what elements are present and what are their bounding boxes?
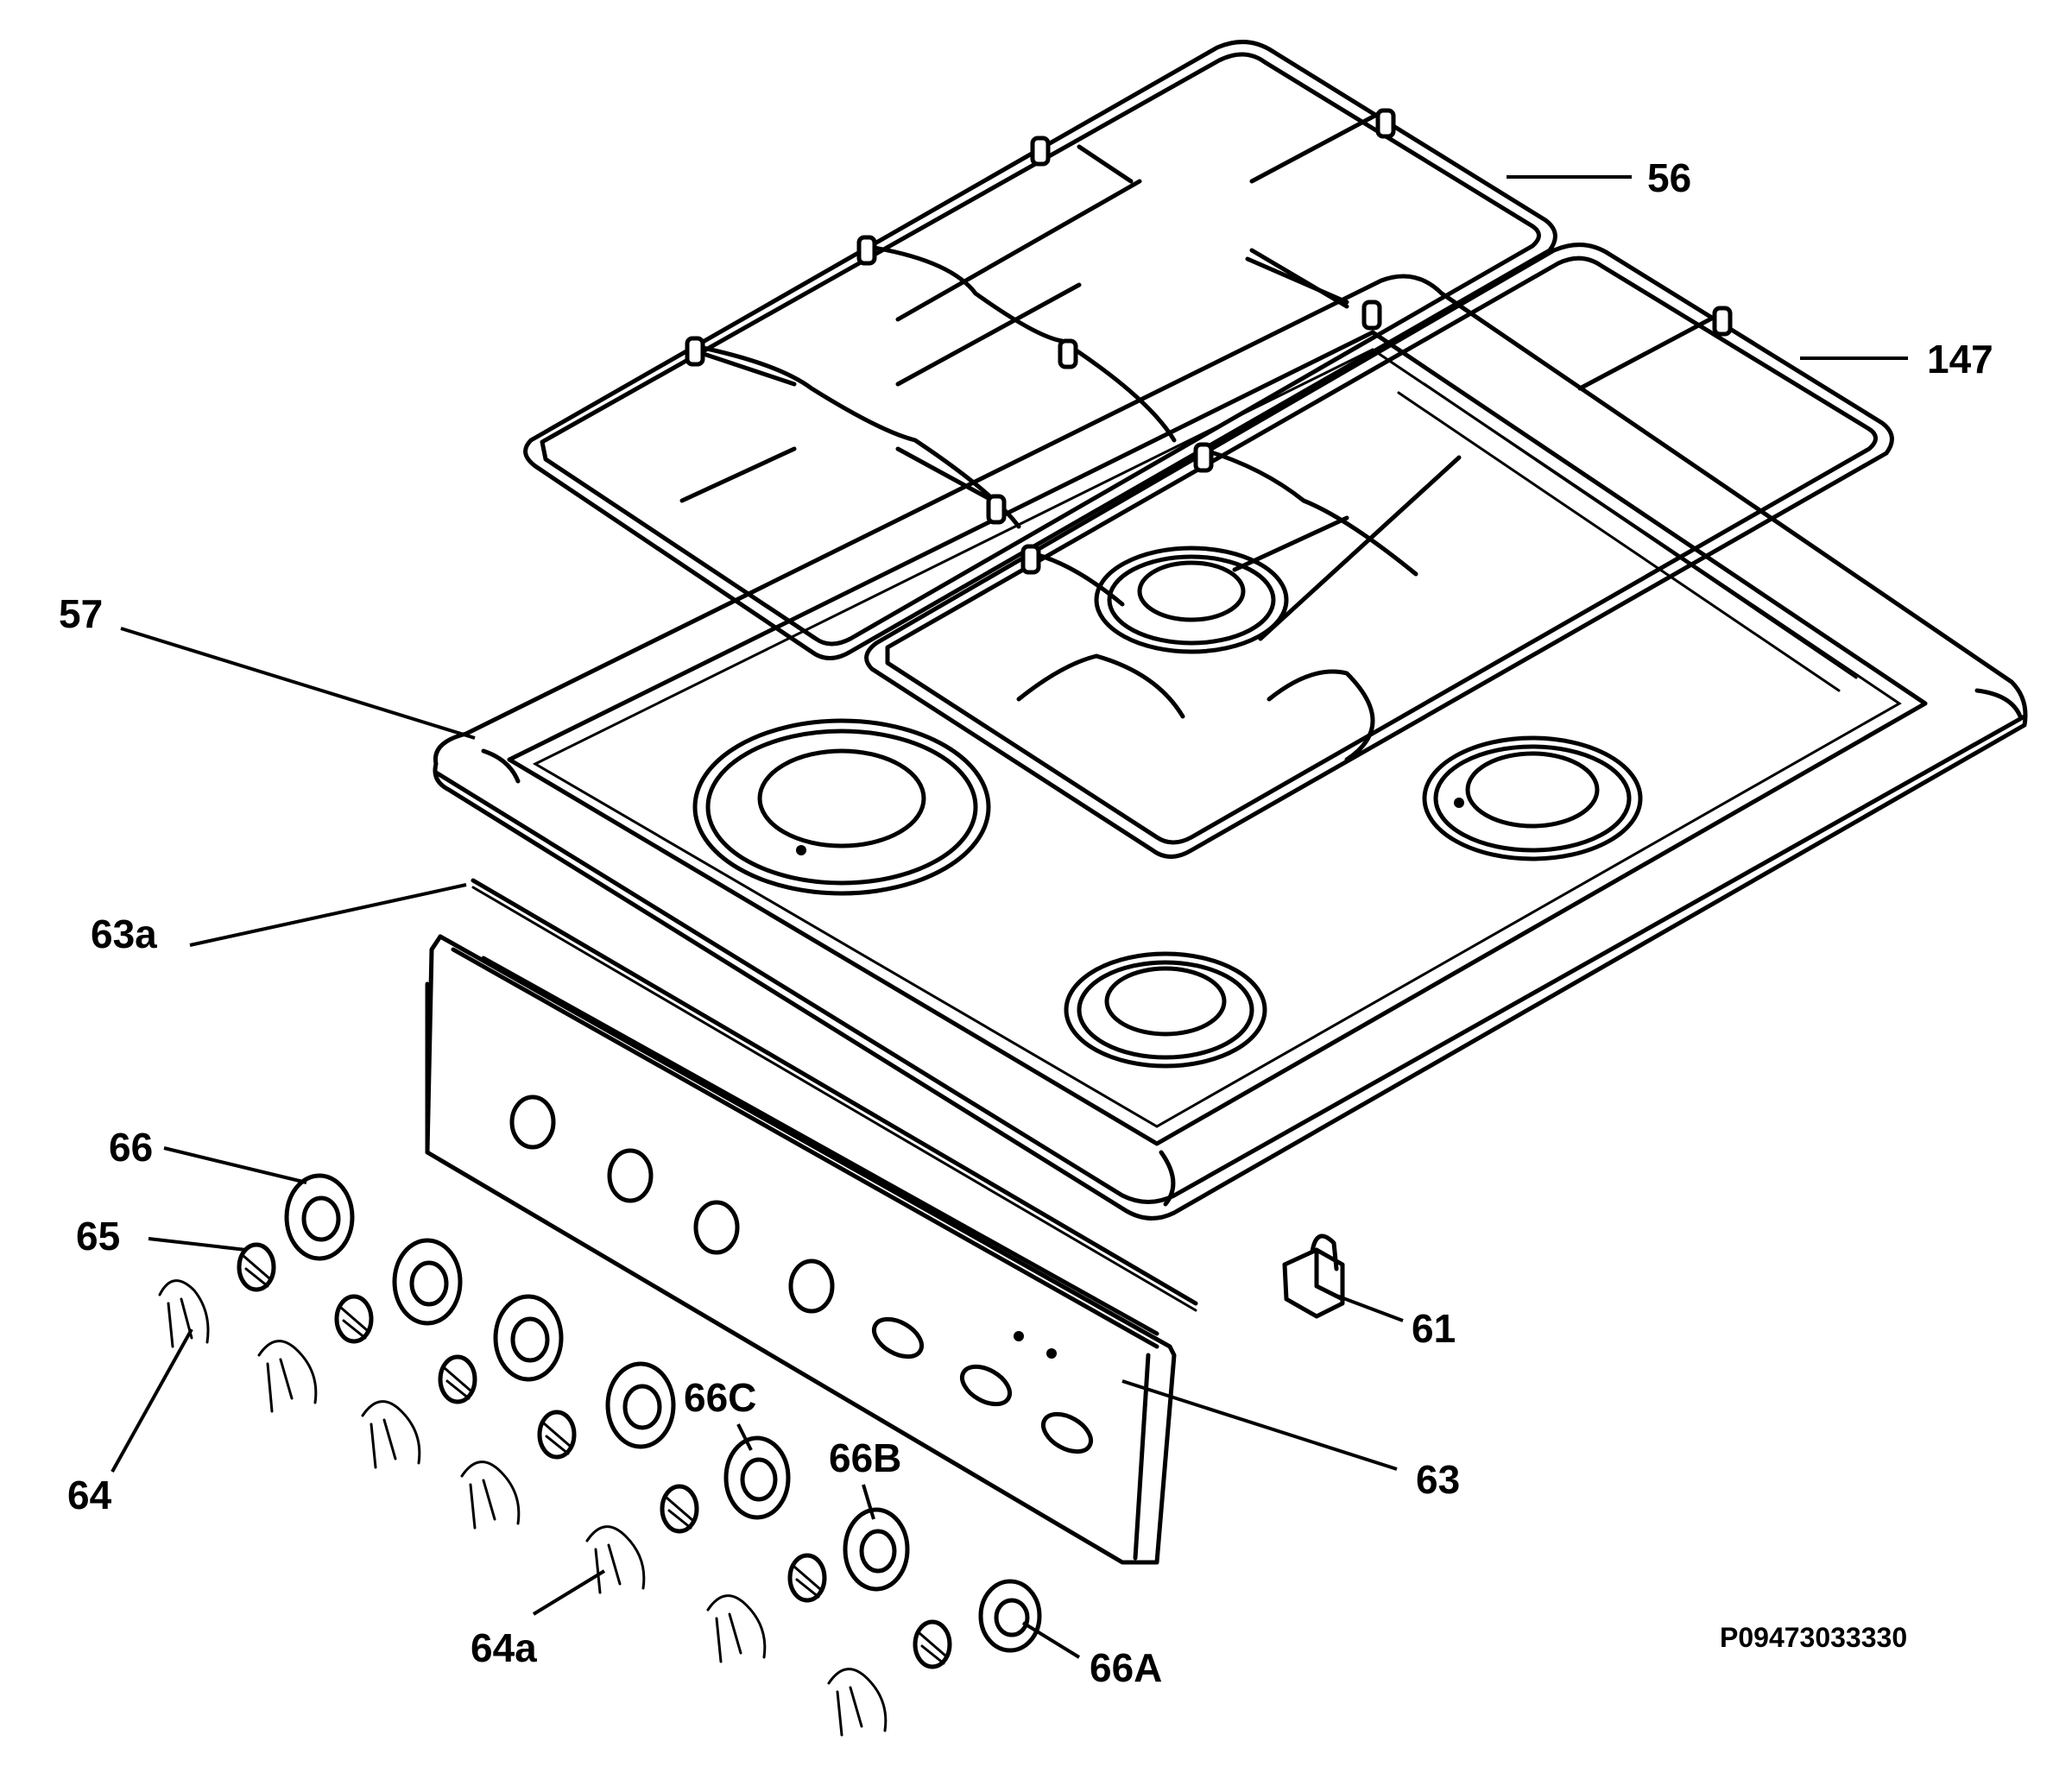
leader-57 [120, 627, 476, 740]
label-63a: 63a [91, 912, 157, 956]
leader-66A [1021, 1621, 1081, 1659]
label-64: 64 [67, 1473, 112, 1517]
knob-spring [237, 1242, 952, 1669]
label-61: 61 [1412, 1306, 1456, 1351]
fixing-clip [1282, 1233, 1345, 1319]
leader-65 [148, 1237, 247, 1252]
burner-large-left [692, 718, 991, 896]
control-panel [425, 934, 1177, 1565]
label-66B: 66B [829, 1435, 901, 1480]
pan-support-grid-right [864, 243, 1894, 859]
label-66C: 66C [684, 1375, 756, 1420]
label-57: 57 [59, 591, 103, 636]
label-64a: 64a [471, 1625, 537, 1670]
leader-64 [111, 1328, 193, 1473]
leader-66B [862, 1484, 875, 1520]
reference-code: P09473033330 [1720, 1622, 1907, 1653]
leader-66C [736, 1423, 753, 1451]
burner-center-back [1094, 546, 1289, 654]
part-labels: 56 147 57 63a 63 61 66 65 64 64a 66C 66B… [59, 155, 1993, 1690]
label-66A: 66A [1090, 1645, 1162, 1690]
burner-right [1422, 735, 1643, 861]
label-66: 66 [109, 1125, 153, 1170]
knob-set [158, 1173, 1042, 1737]
label-63: 63 [1416, 1457, 1460, 1502]
leader-lines [111, 175, 1908, 1659]
leader-64a [532, 1569, 606, 1616]
leader-61 [1329, 1291, 1404, 1322]
label-56: 56 [1647, 155, 1691, 200]
label-147: 147 [1927, 337, 1993, 382]
leader-63 [1121, 1379, 1398, 1471]
control-knob [158, 1279, 888, 1737]
knob-trim [284, 1173, 1042, 1653]
label-65: 65 [76, 1214, 120, 1259]
burner-front [1064, 951, 1267, 1069]
leader-63a [189, 883, 467, 947]
leader-66 [163, 1146, 307, 1184]
gasket-strip [471, 878, 1198, 1312]
pan-support-grid-left [523, 40, 1557, 660]
